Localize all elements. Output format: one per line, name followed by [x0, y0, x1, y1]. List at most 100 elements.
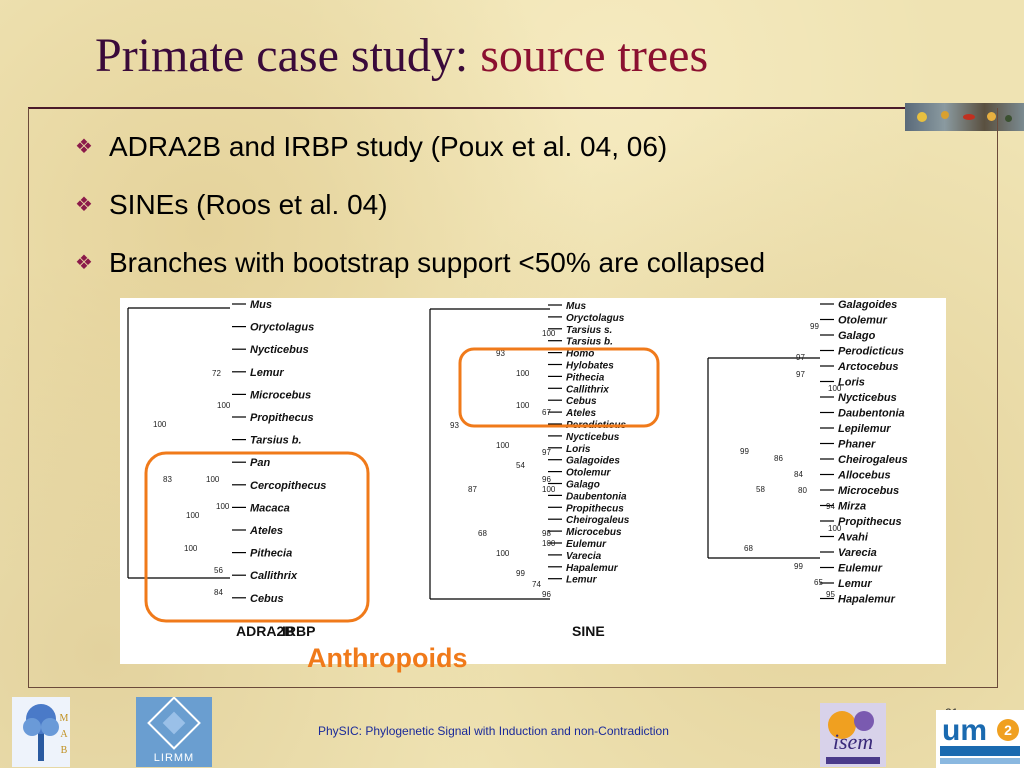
taxon-label: Eulemur: [566, 539, 607, 550]
support-value: 97: [542, 448, 551, 457]
taxon-label: Mus: [250, 299, 272, 311]
support-value: 96: [542, 475, 551, 484]
support-value: 97: [796, 370, 805, 379]
support-value: 99: [740, 447, 749, 456]
anthropoid-box-adra2b: [144, 451, 370, 623]
um2-logo: um 2: [936, 710, 1024, 768]
bullet-text: Branches with bootstrap support <50% are…: [109, 247, 766, 278]
support-value: 100: [206, 475, 220, 484]
support-value: 100: [542, 329, 556, 338]
support-value: 80: [798, 486, 807, 495]
taxon-label: Mus: [566, 301, 586, 312]
taxon-label: Varecia: [838, 547, 877, 559]
mab-logo: M A B: [12, 697, 70, 767]
taxon-label: Lemur: [566, 575, 598, 586]
support-value: 84: [794, 470, 803, 479]
svg-text:B: B: [61, 745, 68, 756]
taxon-label: Tarsius s.: [566, 325, 612, 336]
taxon-label: Lepilemur: [838, 423, 891, 435]
support-value: 72: [212, 369, 221, 378]
lirmm-logo: LIRMM: [136, 697, 212, 767]
support-value: 100: [496, 549, 510, 558]
support-value: 99: [810, 322, 819, 331]
taxon-label: Mirza: [838, 501, 866, 513]
taxon-label: Cebus: [250, 593, 284, 605]
taxon-label: Otolemur: [838, 315, 888, 327]
support-value: 54: [516, 461, 525, 470]
footer-text: PhySIC: Phylogenetic Signal with Inducti…: [318, 724, 669, 738]
support-value: 100: [496, 441, 510, 450]
support-value: 98: [542, 529, 551, 538]
taxon-label: Propithecus: [250, 412, 314, 424]
decorative-strip: [905, 103, 1024, 131]
taxon-label: Propithecus: [566, 503, 624, 514]
bullet-list: ❖ ADRA2B and IRBP study (Poux et al. 04, …: [75, 128, 765, 302]
support-value: 67: [542, 408, 551, 417]
support-value: 100: [828, 524, 842, 533]
taxon-label: Eulemur: [838, 563, 883, 575]
svg-text:M: M: [60, 713, 69, 724]
anthropoid-box-irbp: [458, 347, 660, 428]
taxon-label: Cheirogaleus: [566, 515, 630, 526]
taxon-label: Otolemur: [566, 468, 612, 479]
taxon-label: Loris: [566, 444, 591, 455]
diamond-bullet-icon: ❖: [75, 194, 93, 216]
taxon-label: Callithrix: [250, 570, 298, 582]
bullet-item: ❖Branches with bootstrap support <50% ar…: [75, 244, 765, 302]
taxon-label: Loris: [838, 377, 865, 389]
tree-name: ADRA2B: [236, 623, 294, 639]
taxon-label: Galagoides: [838, 299, 897, 311]
taxon-label: Arctocebus: [837, 361, 899, 373]
taxon-label: Tarsius b.: [566, 337, 613, 348]
slide-title: Primate case study: source trees: [95, 28, 708, 83]
support-value: 99: [516, 569, 525, 578]
taxon-label: Nycticebus: [566, 432, 620, 443]
support-value: 100: [184, 544, 198, 553]
taxon-label: Oryctolagus: [566, 313, 625, 324]
support-value: 96: [542, 590, 551, 599]
support-value: 68: [744, 544, 753, 553]
taxon-label: Pithecia: [250, 548, 292, 560]
support-value: 87: [468, 485, 477, 494]
support-value: 100: [516, 369, 530, 378]
support-value: 83: [163, 475, 172, 484]
taxon-label: Homo: [566, 349, 594, 360]
taxon-label: Lemur: [250, 367, 284, 379]
support-value: 100: [542, 485, 556, 494]
taxon-label: Macaca: [250, 502, 290, 514]
tree-name: IRBP: [282, 623, 315, 639]
isem-logo: isem: [820, 703, 886, 767]
svg-text:A: A: [60, 729, 68, 740]
support-value: 99: [794, 562, 803, 571]
taxon-label: Ateles: [565, 408, 596, 419]
support-value: 97: [796, 353, 805, 362]
taxon-label: Oryctolagus: [250, 322, 314, 334]
taxon-label: Hylobates: [566, 361, 614, 372]
title-rule: [28, 107, 908, 109]
support-value: 94: [826, 502, 835, 511]
taxon-label: Lemur: [838, 578, 872, 590]
support-value: 100: [516, 401, 530, 410]
phylogenetic-trees: MusOryctolagusNycticebusLemurMicrocebusP…: [127, 299, 908, 639]
taxon-label: Microcebus: [838, 485, 899, 497]
taxon-label: Phaner: [838, 439, 876, 451]
taxon-label: Microcebus: [566, 527, 622, 538]
support-value: 74: [532, 580, 541, 589]
support-value: 68: [478, 529, 487, 538]
taxon-label: Hapalemur: [838, 594, 896, 606]
support-value: 100: [828, 384, 842, 393]
taxon-label: Varecia: [566, 551, 602, 562]
support-value: 86: [774, 454, 783, 463]
support-value: 93: [450, 421, 459, 430]
support-value: 84: [214, 588, 223, 597]
svg-text:isem: isem: [833, 729, 873, 754]
svg-text:LIRMM: LIRMM: [154, 752, 194, 764]
title-highlight: source trees: [480, 29, 709, 82]
support-value: 65: [814, 578, 823, 587]
bullet-item: ❖SINEs (Roos et al. 04): [75, 186, 765, 244]
taxon-label: Microcebus: [250, 389, 311, 401]
taxon-label: Galagoides: [566, 456, 620, 467]
anthropoids-label: Anthropoids: [307, 643, 468, 673]
bullet-text: ADRA2B and IRBP study (Poux et al. 04, 0…: [109, 131, 668, 162]
taxon-label: Daubentonia: [838, 408, 905, 420]
